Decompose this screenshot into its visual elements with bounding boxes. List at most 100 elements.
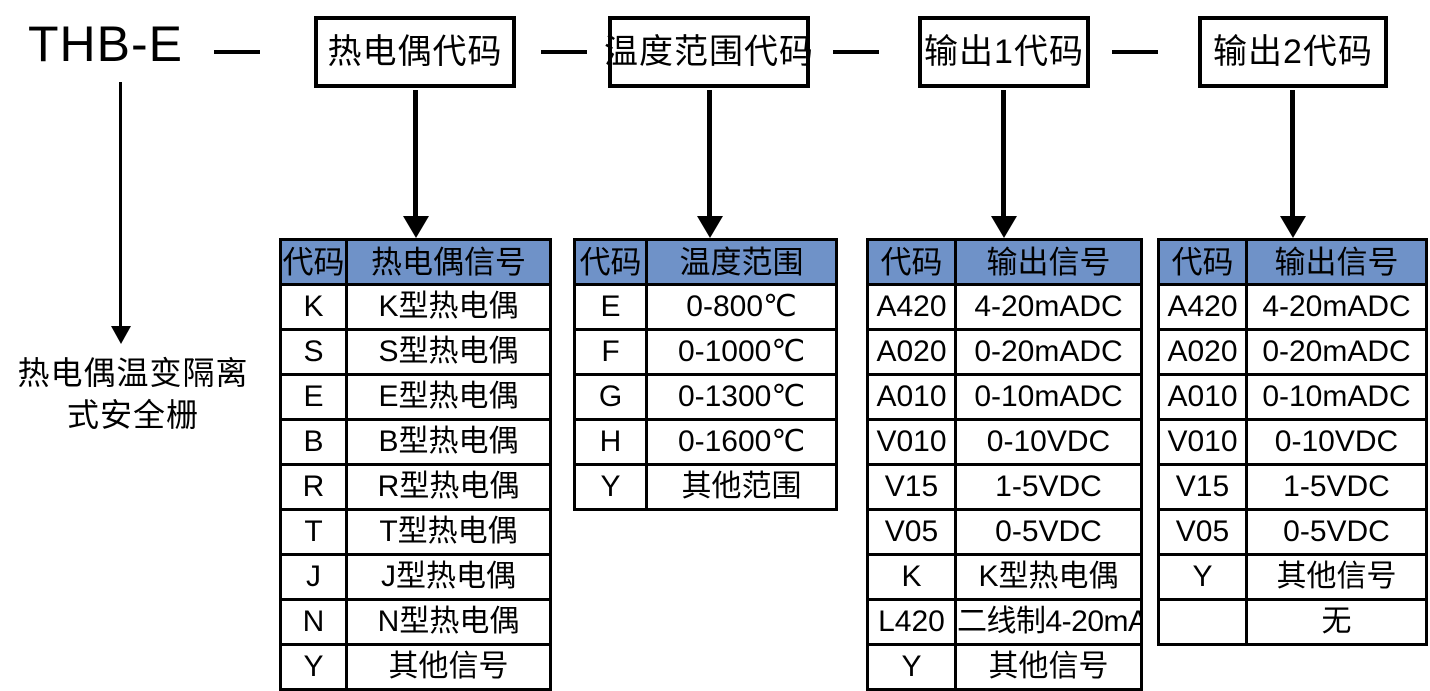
- cell-code: A020: [866, 328, 957, 376]
- cell-code: E: [279, 373, 348, 421]
- separator-dash-3: [833, 50, 879, 54]
- cell-code: E: [573, 283, 648, 331]
- cell-code: A020: [1157, 328, 1248, 376]
- cell-code: G: [573, 373, 648, 421]
- cell-code: A010: [1157, 373, 1248, 421]
- arrow-to-thermocouple-table: [413, 90, 418, 218]
- cell-code: V05: [866, 508, 957, 556]
- cell-code: F: [573, 328, 648, 376]
- cell-signal: T型热电偶: [345, 508, 552, 556]
- table-row: 无: [1157, 598, 1428, 646]
- cell-signal: 二线制4-20mA: [954, 598, 1143, 646]
- cell-signal: K型热电偶: [954, 553, 1143, 601]
- table-header-row: 代码温度范围: [573, 238, 838, 286]
- cell-signal: R型热电偶: [345, 463, 552, 511]
- cell-code: V15: [1157, 463, 1248, 511]
- code-box-temperature-range-label: 温度范围代码: [604, 33, 814, 71]
- cell-signal: 0-1000℃: [645, 328, 838, 376]
- cell-signal: 0-1300℃: [645, 373, 838, 421]
- cell-code: A420: [866, 283, 957, 331]
- table-header-row: 代码热电偶信号: [279, 238, 552, 286]
- cell-signal: 其他范围: [645, 463, 838, 511]
- arrow-to-temperature-range-table: [707, 90, 712, 218]
- cell-signal: 0-5VDC: [954, 508, 1143, 556]
- cell-signal: 4-20mADC: [1245, 283, 1428, 331]
- cell-signal: 其他信号: [954, 643, 1143, 691]
- cell-signal: 0-10mADC: [1245, 373, 1428, 421]
- column-header-code: 代码: [866, 238, 957, 286]
- cell-code: [1157, 598, 1248, 646]
- cell-code: B: [279, 418, 348, 466]
- column-header-code: 代码: [279, 238, 348, 286]
- cell-code: V05: [1157, 508, 1248, 556]
- cell-code: N: [279, 598, 348, 646]
- cell-signal: S型热电偶: [345, 328, 552, 376]
- cell-signal: 0-10mADC: [954, 373, 1143, 421]
- column-header-signal: 输出信号: [1245, 238, 1428, 286]
- cell-signal: N型热电偶: [345, 598, 552, 646]
- arrow-to-model-description: [119, 82, 122, 328]
- column-header-code: 代码: [573, 238, 648, 286]
- code-box-thermocouple: 热电偶代码: [314, 16, 516, 88]
- cell-signal: 1-5VDC: [1245, 463, 1428, 511]
- cell-signal: 0-10VDC: [954, 418, 1143, 466]
- cell-signal: 其他信号: [345, 643, 552, 691]
- code-box-output2-label: 输出2代码: [1213, 33, 1373, 71]
- cell-signal: 无: [1245, 598, 1428, 646]
- cell-code: A420: [1157, 283, 1248, 331]
- cell-code: V010: [1157, 418, 1248, 466]
- cell-code: K: [279, 283, 348, 331]
- separator-dash-1: [214, 50, 260, 54]
- code-box-temperature-range: 温度范围代码: [604, 16, 813, 88]
- cell-code: V15: [866, 463, 957, 511]
- model-name: THB-E: [28, 16, 183, 72]
- cell-code: A010: [866, 373, 957, 421]
- column-header-signal: 温度范围: [645, 238, 838, 286]
- arrow-to-output2-table: [1290, 90, 1295, 218]
- cell-code: L420: [866, 598, 957, 646]
- code-box-output1: 输出1代码: [918, 16, 1090, 88]
- cell-code: V010: [866, 418, 957, 466]
- column-header-signal: 输出信号: [954, 238, 1143, 286]
- column-header-code: 代码: [1157, 238, 1248, 286]
- cell-signal: B型热电偶: [345, 418, 552, 466]
- cell-signal: J型热电偶: [345, 553, 552, 601]
- cell-signal: 0-1600℃: [645, 418, 838, 466]
- cell-code: K: [866, 553, 957, 601]
- cell-signal: 0-20mADC: [954, 328, 1143, 376]
- cell-code: H: [573, 418, 648, 466]
- cell-code: J: [279, 553, 348, 601]
- cell-signal: K型热电偶: [345, 283, 552, 331]
- cell-signal: 0-5VDC: [1245, 508, 1428, 556]
- table-header-row: 代码输出信号: [1157, 238, 1428, 286]
- cell-signal: 0-10VDC: [1245, 418, 1428, 466]
- table-header-row: 代码输出信号: [866, 238, 1143, 286]
- cell-signal: 0-800℃: [645, 283, 838, 331]
- code-box-thermocouple-label: 热电偶代码: [327, 33, 503, 71]
